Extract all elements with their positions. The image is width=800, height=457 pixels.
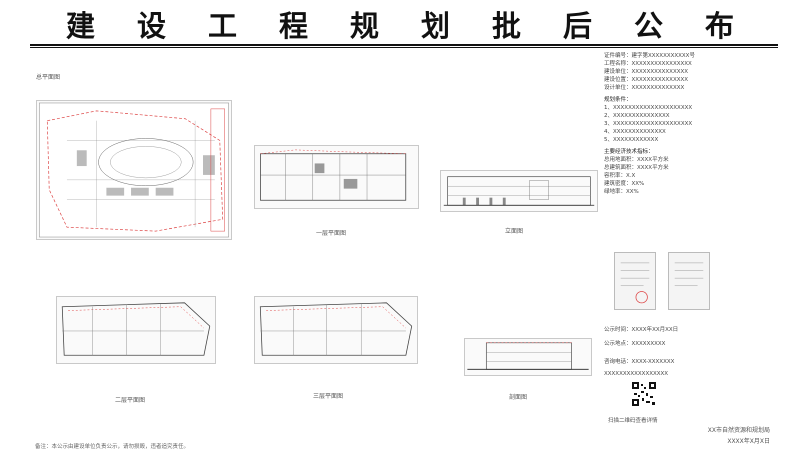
consult-phone: 咨询电话：XXXX-XXXXXXX <box>604 359 675 365</box>
construction-unit: 建设单位：XXXXXXXXXXXXXXX <box>604 69 689 75</box>
site-plan-caption: 总平面图 <box>36 74 61 81</box>
condition-line: 3、XXXXXXXXXXXXXXXXXXXXX <box>604 121 693 127</box>
section-drawing[interactable] <box>464 338 592 376</box>
condition-line: 5、XXXXXXXXXXXX <box>604 137 659 143</box>
project-info-panel: 证件编号：建字第XXXXXXXXXXX号 工程名称：XXXXXXXXXXXXXX… <box>604 52 780 196</box>
condition-line: 4、XXXXXXXXXXXXXX <box>604 129 666 135</box>
permit-document-thumbnail[interactable] <box>668 252 710 310</box>
floor-plan-2-svg <box>61 302 211 356</box>
indicator-line: 总建筑面积：XXXX平方米 <box>604 165 669 171</box>
floor-plan-2-caption: 二层平面图 <box>115 397 146 404</box>
condition-line: 1、XXXXXXXXXXXXXXXXXXXXX <box>604 105 693 111</box>
section-caption: 剖面图 <box>509 394 528 401</box>
footer-note: 备注：本公示由建设单位负责公示，请勿损毁，违者追究责任。 <box>35 444 190 450</box>
elevation-svg <box>443 176 595 206</box>
document-icon <box>620 262 650 304</box>
condition-line: 2、XXXXXXXXXXXXXXX <box>604 113 670 119</box>
publicity-info-panel: 公示时间：XXXX年XX月XX日 公示地点：XXXXXXXXX 咨询电话：XXX… <box>604 326 780 378</box>
floor-plan-1-caption: 一层平面图 <box>316 230 347 237</box>
document-icon <box>674 262 704 286</box>
floor-plan-3-svg <box>259 302 413 356</box>
indicator-line: 容积率：X.X <box>604 173 636 179</box>
issuer: XX市自然资源和规划局 <box>707 427 770 434</box>
title-rule-thin <box>30 47 778 48</box>
qr-caption: 扫描二维码查看详情 <box>608 418 658 424</box>
issue-date: XXXX年X月X日 <box>727 438 770 445</box>
indicator-line: 总用地面积：XXXX平方米 <box>604 157 669 163</box>
conditions-header: 规划条件： <box>604 97 632 103</box>
elevation-caption: 立面图 <box>505 228 524 235</box>
indicators-header: 主要经济技术指标： <box>604 149 654 155</box>
permit-number: 证件编号：建字第XXXXXXXXXXX号 <box>604 53 695 59</box>
elevation-drawing[interactable] <box>440 170 598 212</box>
consult-address: XXXXXXXXXXXXXXXXX <box>604 371 669 377</box>
publicity-location: 公示地点：XXXXXXXXX <box>604 341 666 347</box>
indicator-line: 绿地率：XX% <box>604 189 639 195</box>
floor-plan-3-drawing[interactable] <box>254 296 418 364</box>
permit-document-thumbnail[interactable] <box>614 252 656 310</box>
floor-plan-1-svg <box>260 149 407 201</box>
site-plan-drawing[interactable] <box>36 100 232 240</box>
floor-plan-2-drawing[interactable] <box>56 296 216 364</box>
floor-plan-3-caption: 三层平面图 <box>313 393 344 400</box>
qr-code-icon[interactable] <box>622 382 666 414</box>
design-unit: 设计单位：XXXXXXXXXXXXXX <box>604 85 685 91</box>
section-svg <box>467 342 589 370</box>
indicator-line: 建筑密度：XX% <box>604 181 645 187</box>
site-plan-svg <box>39 102 229 238</box>
project-name: 工程名称：XXXXXXXXXXXXXXXX <box>604 61 692 67</box>
publicity-period: 公示时间：XXXX年XX月XX日 <box>604 327 679 333</box>
floor-plan-1-drawing[interactable] <box>254 145 419 209</box>
title-rule <box>30 44 778 46</box>
page-title: 建设工程规划批后公布 <box>65 9 776 43</box>
project-location: 建设位置：XXXXXXXXXXXXXXX <box>604 77 689 83</box>
